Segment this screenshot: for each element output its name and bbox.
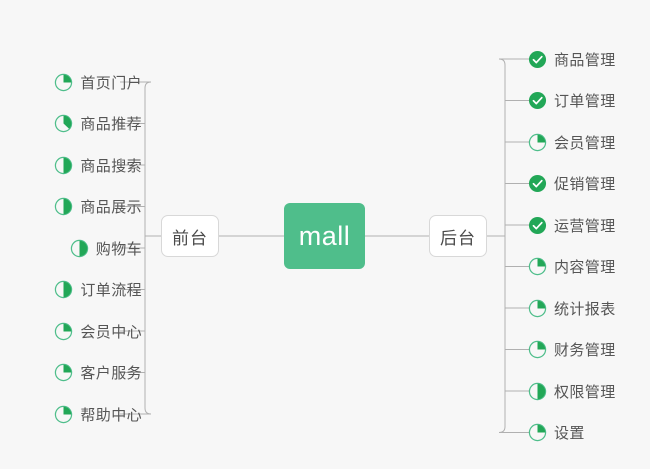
mindmap-leaf-left[interactable]: 购物车 — [70, 235, 142, 261]
mindmap-leaf-right[interactable]: 商品管理 — [528, 46, 616, 72]
leaf-label: 会员管理 — [554, 134, 616, 152]
pie-progress-icon — [55, 156, 73, 174]
pie-progress-icon — [55, 322, 73, 340]
leaf-label: 订单管理 — [554, 93, 616, 110]
leaf-label: 帮助中心 — [80, 406, 142, 424]
root-node-mall[interactable]: mall — [284, 203, 365, 269]
leaf-label: 设置 — [554, 425, 585, 442]
leaf-label: 购物车 — [95, 240, 142, 258]
leaf-label: 商品推荐 — [80, 116, 142, 133]
pie-progress-icon — [55, 363, 73, 382]
mindmap-leaf-right[interactable]: 设置 — [528, 420, 585, 446]
check-circle-icon — [528, 91, 547, 110]
leaf-label: 促销管理 — [554, 176, 616, 193]
pie-progress-icon — [528, 257, 547, 276]
mindmap-leaf-right[interactable]: 财务管理 — [528, 337, 616, 363]
pie-progress-icon — [528, 423, 547, 442]
leaf-label: 内容管理 — [554, 259, 616, 276]
mindmap-leaf-left[interactable]: 商品搜索 — [54, 152, 142, 178]
branch-node-front-label: 前台 — [172, 228, 208, 248]
mindmap-leaf-right[interactable]: 内容管理 — [528, 254, 616, 280]
leaf-label: 财务管理 — [554, 342, 616, 359]
leaf-label: 统计报表 — [554, 300, 616, 318]
pie-progress-icon — [528, 382, 547, 400]
branch-node-back[interactable]: 后台 — [429, 215, 487, 257]
pie-progress-icon — [55, 280, 73, 299]
pie-progress-icon — [528, 133, 547, 151]
check-circle-icon — [528, 50, 547, 68]
leaf-label: 运营管理 — [554, 217, 616, 235]
leaf-label: 首页门户 — [80, 74, 142, 92]
branch-node-front[interactable]: 前台 — [161, 215, 219, 257]
root-node-label: mall — [298, 220, 351, 251]
mindmap-leaf-left[interactable]: 商品推荐 — [54, 111, 142, 137]
check-circle-icon — [528, 174, 547, 193]
leaf-label: 商品管理 — [554, 51, 616, 69]
leaf-label: 订单流程 — [80, 282, 142, 299]
mindmap-leaf-left[interactable]: 会员中心 — [54, 318, 142, 344]
mindmap-leaf-left[interactable]: 订单流程 — [54, 277, 142, 303]
mindmap-leaf-right[interactable]: 促销管理 — [528, 171, 616, 197]
check-circle-icon — [528, 216, 547, 234]
leaf-label: 客户服务 — [80, 365, 142, 382]
mindmap-leaf-left[interactable]: 商品展示 — [54, 194, 142, 220]
leaf-label: 商品展示 — [80, 199, 142, 216]
pie-progress-icon — [55, 197, 73, 216]
pie-progress-icon — [55, 114, 73, 133]
pie-progress-icon — [528, 340, 547, 359]
mindmap-leaf-left[interactable]: 帮助中心 — [54, 401, 142, 427]
mindmap-leaf-right[interactable]: 会员管理 — [528, 129, 616, 155]
pie-progress-icon — [55, 73, 73, 91]
pie-progress-icon — [70, 239, 88, 257]
mindmap-leaf-right[interactable]: 运营管理 — [528, 212, 616, 238]
pie-progress-icon — [55, 405, 73, 423]
mindmap-leaf-right[interactable]: 权限管理 — [528, 378, 616, 404]
leaf-label: 会员中心 — [80, 323, 142, 341]
mindmap-leaf-right[interactable]: 订单管理 — [528, 88, 616, 114]
pie-progress-icon — [528, 299, 547, 317]
mindmap-leaf-left[interactable]: 首页门户 — [54, 69, 142, 95]
mindmap-leaf-left[interactable]: 客户服务 — [54, 360, 142, 386]
leaf-label: 商品搜索 — [80, 157, 142, 175]
branch-node-back-label: 后台 — [440, 228, 476, 248]
leaf-label: 权限管理 — [554, 383, 616, 401]
mindmap-leaf-right[interactable]: 统计报表 — [528, 295, 616, 321]
